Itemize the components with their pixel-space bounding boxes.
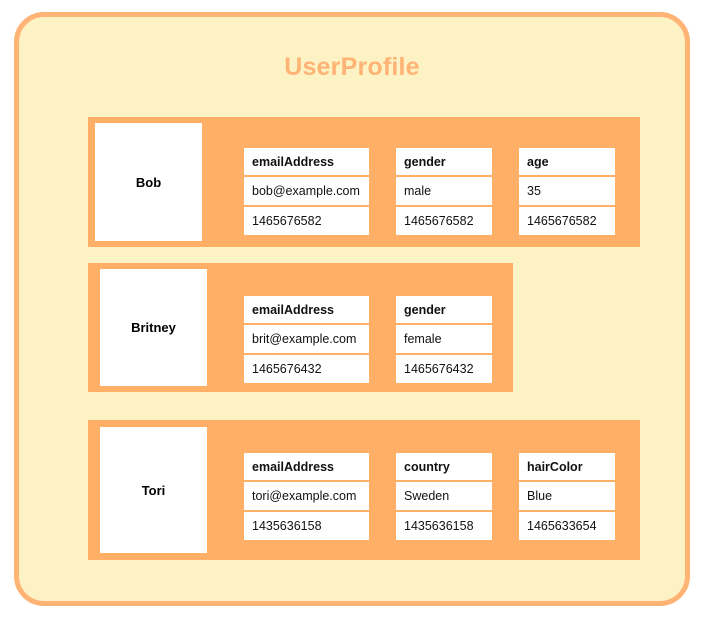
column-timestamp: 1465676582 xyxy=(244,207,369,235)
column-qualifier: emailAddress xyxy=(244,453,369,480)
row-columns: emailAddress brit@example.com 1465676432… xyxy=(244,296,492,383)
column-qualifier: emailAddress xyxy=(244,148,369,175)
column-card: hairColor Blue 1465633654 xyxy=(519,453,615,540)
column-card: age 35 1465676582 xyxy=(519,148,615,235)
column-value: Sweden xyxy=(396,482,492,510)
row-key: Tori xyxy=(100,427,207,553)
column-timestamp: 1435636158 xyxy=(244,512,369,540)
row-columns: emailAddress tori@example.com 1435636158… xyxy=(244,453,615,540)
column-card: gender male 1465676582 xyxy=(396,148,492,235)
column-qualifier: hairColor xyxy=(519,453,615,480)
column-timestamp: 1465676432 xyxy=(396,355,492,383)
column-qualifier: gender xyxy=(396,296,492,323)
column-timestamp: 1465676432 xyxy=(244,355,369,383)
column-qualifier: emailAddress xyxy=(244,296,369,323)
column-timestamp: 1465633654 xyxy=(519,512,615,540)
column-value: female xyxy=(396,325,492,353)
column-value: brit@example.com xyxy=(244,325,369,353)
column-card: country Sweden 1435636158 xyxy=(396,453,492,540)
user-profile-table-panel: UserProfile Bob emailAddress bob@example… xyxy=(14,12,690,606)
table-row: Tori emailAddress tori@example.com 14356… xyxy=(88,420,640,560)
column-card: emailAddress bob@example.com 1465676582 xyxy=(244,148,369,235)
page-title: UserProfile xyxy=(284,53,420,81)
column-value: male xyxy=(396,177,492,205)
column-qualifier: gender xyxy=(396,148,492,175)
table-row: Bob emailAddress bob@example.com 1465676… xyxy=(88,117,640,247)
column-value: bob@example.com xyxy=(244,177,369,205)
column-value: Blue xyxy=(519,482,615,510)
column-qualifier: age xyxy=(519,148,615,175)
table-row: Britney emailAddress brit@example.com 14… xyxy=(88,263,513,392)
column-value: 35 xyxy=(519,177,615,205)
row-columns: emailAddress bob@example.com 1465676582 … xyxy=(244,148,615,235)
column-card: gender female 1465676432 xyxy=(396,296,492,383)
column-card: emailAddress tori@example.com 1435636158 xyxy=(244,453,369,540)
column-timestamp: 1465676582 xyxy=(519,207,615,235)
column-value: tori@example.com xyxy=(244,482,369,510)
column-timestamp: 1435636158 xyxy=(396,512,492,540)
column-card: emailAddress brit@example.com 1465676432 xyxy=(244,296,369,383)
column-timestamp: 1465676582 xyxy=(396,207,492,235)
column-qualifier: country xyxy=(396,453,492,480)
row-key: Bob xyxy=(95,123,202,241)
row-key: Britney xyxy=(100,269,207,386)
